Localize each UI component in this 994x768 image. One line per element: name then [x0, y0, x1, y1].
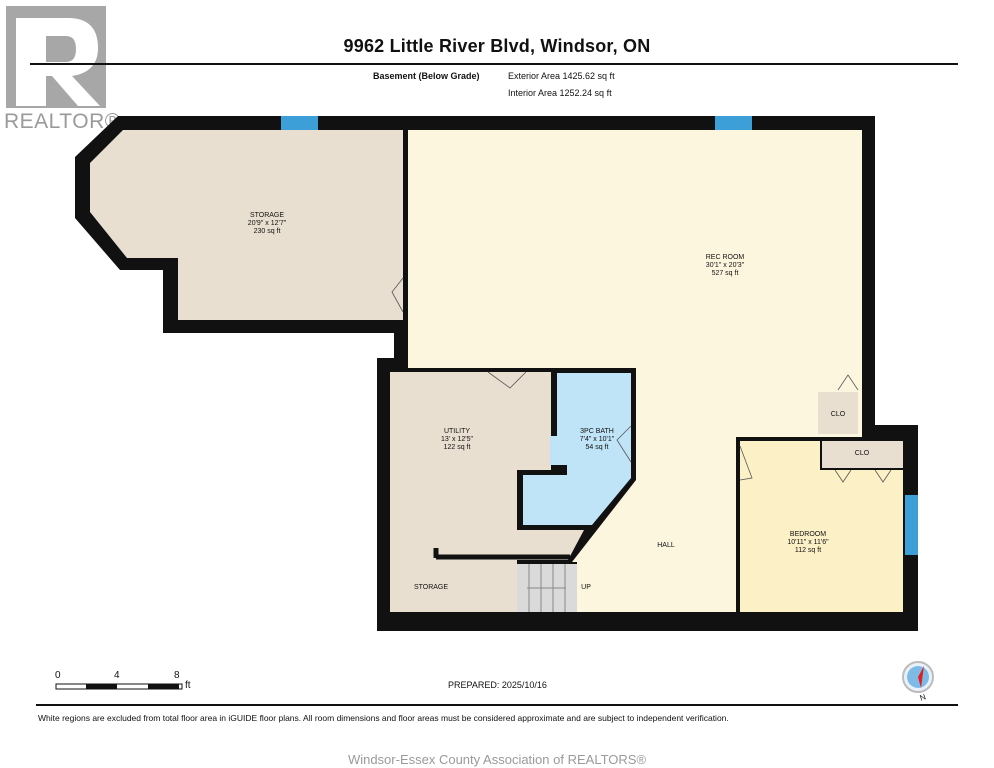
- label-closet-1: CLO: [830, 411, 846, 418]
- footer-divider: [36, 704, 958, 706]
- window: [905, 495, 918, 555]
- scale-tick-4: 4: [114, 670, 120, 681]
- footer-credit: Windsor-Essex County Association of REAL…: [347, 752, 647, 767]
- scale-bar-graphic: [55, 683, 183, 690]
- closet-1: [818, 392, 858, 434]
- label-stairs-up: UP: [581, 584, 591, 591]
- interior-area: Interior Area 1252.24 sq ft: [508, 88, 612, 98]
- prepared-date: PREPARED: 2025/10/16: [448, 680, 547, 690]
- compass-icon: [902, 661, 934, 693]
- window: [715, 116, 752, 130]
- bedroom: [740, 441, 903, 612]
- bath-room: [523, 373, 631, 525]
- label-hall: HALL: [657, 542, 675, 549]
- exterior-area: Exterior Area 1425.62 sq ft: [508, 71, 615, 81]
- closet-2: [822, 441, 903, 468]
- label-storage-2: STORAGE: [413, 584, 449, 591]
- scale-tick-8: 8: [174, 670, 180, 681]
- page-title: 9962 Little River Blvd, Windsor, ON: [343, 36, 651, 56]
- header-divider: [30, 63, 958, 65]
- storage-room: [90, 130, 403, 320]
- disclaimer: White regions are excluded from total fl…: [38, 713, 729, 723]
- scale-tick-0: 0: [55, 670, 61, 681]
- scale-unit: ft: [185, 680, 191, 691]
- rec-room-and-hall: [408, 130, 862, 612]
- realtor-logo-text: REALTOR®: [4, 110, 121, 133]
- window: [281, 116, 318, 130]
- label-closet-2: CLO: [854, 450, 870, 457]
- realtor-logo: [6, 6, 106, 108]
- level-label: Basement (Below Grade): [373, 71, 480, 81]
